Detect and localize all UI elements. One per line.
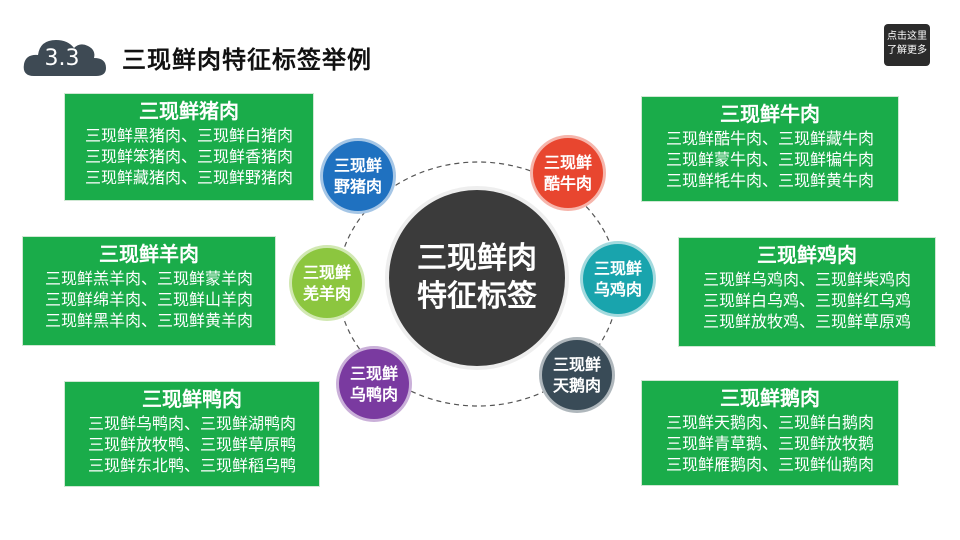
box-line: 三现鲜天鹅肉、三现鲜白鹅肉 xyxy=(665,413,874,432)
box-line: 三现鲜青草鹅、三现鲜放牧鹅 xyxy=(665,434,874,453)
circle-black-duck: 三现鲜 乌鸭肉 xyxy=(336,346,412,422)
learn-more-line-1: 点击这里 xyxy=(887,31,927,42)
circle-swan: 三现鲜 天鹅肉 xyxy=(539,337,615,413)
box-line: 三现鲜东北鸭、三现鲜稻乌鸭 xyxy=(87,456,296,475)
box-title: 三现鲜羊肉 xyxy=(99,242,199,266)
box-line: 三现鲜羔羊肉、三现鲜蒙羊肉 xyxy=(44,269,253,288)
circle-yak: 三现鲜 酷牛肉 xyxy=(530,135,606,211)
box-mutton: 三现鲜羊肉 三现鲜羔羊肉、三现鲜蒙羊肉 三现鲜绵羊肉、三现鲜山羊肉 三现鲜黑羊肉… xyxy=(22,236,276,346)
box-title: 三现鲜猪肉 xyxy=(139,99,239,123)
page-title: 三现鲜肉特征标签举例 xyxy=(122,46,372,74)
circle-qiang-goat: 三现鲜 羌羊肉 xyxy=(289,245,365,321)
center-circle: 三现鲜肉 特征标签 xyxy=(385,186,569,370)
box-title: 三现鲜牛肉 xyxy=(720,102,820,126)
circle-black-chicken: 三现鲜 乌鸡肉 xyxy=(580,241,656,317)
circle-label: 三现鲜 xyxy=(552,355,601,374)
box-title: 三现鲜鸡肉 xyxy=(757,243,857,267)
box-beef: 三现鲜牛肉 三现鲜酷牛肉、三现鲜藏牛肉 三现鲜蒙牛肉、三现鲜犏牛肉 三现鲜牦牛肉… xyxy=(641,96,899,202)
box-line: 三现鲜黑羊肉、三现鲜黄羊肉 xyxy=(44,311,253,330)
circle-wild-pig: 三现鲜 野猪肉 xyxy=(320,138,396,214)
learn-more-line-2: 了解更多 xyxy=(887,45,927,56)
section-badge: 3.3 xyxy=(22,34,108,78)
section-number: 3.3 xyxy=(44,46,80,71)
box-duck: 三现鲜鸭肉 三现鲜乌鸭肉、三现鲜湖鸭肉 三现鲜放牧鸭、三现鲜草原鸭 三现鲜东北鸭… xyxy=(64,381,320,487)
box-title: 三现鲜鸭肉 xyxy=(142,387,242,411)
center-label: 特征标签 xyxy=(417,279,537,314)
box-chicken: 三现鲜鸡肉 三现鲜乌鸡肉、三现鲜柴鸡肉 三现鲜白乌鸡、三现鲜红乌鸡 三现鲜放牧鸡… xyxy=(678,237,936,347)
circle-label: 羌羊肉 xyxy=(302,284,351,303)
box-line: 三现鲜笨猪肉、三现鲜香猪肉 xyxy=(84,147,293,166)
circle-label: 野猪肉 xyxy=(333,177,382,196)
learn-more-button[interactable]: 点击这里 了解更多 xyxy=(884,24,930,66)
circle-label: 天鹅肉 xyxy=(552,376,601,395)
circle-label: 三现鲜 xyxy=(349,364,398,383)
circle-label: 三现鲜 xyxy=(333,156,382,175)
circle-label: 乌鸭肉 xyxy=(349,385,398,404)
box-goose: 三现鲜鹅肉 三现鲜天鹅肉、三现鲜白鹅肉 三现鲜青草鹅、三现鲜放牧鹅 三现鲜雁鹅肉… xyxy=(641,380,899,486)
circle-label: 酷牛肉 xyxy=(543,174,592,193)
circle-label: 三现鲜 xyxy=(593,259,642,278)
box-line: 三现鲜藏猪肉、三现鲜野猪肉 xyxy=(84,168,293,187)
box-line: 三现鲜牦牛肉、三现鲜黄牛肉 xyxy=(665,171,874,190)
circle-label: 三现鲜 xyxy=(302,263,351,282)
box-line: 三现鲜蒙牛肉、三现鲜犏牛肉 xyxy=(665,150,874,169)
circle-label: 乌鸡肉 xyxy=(593,280,642,299)
box-title: 三现鲜鹅肉 xyxy=(720,386,820,410)
box-line: 三现鲜放牧鸡、三现鲜草原鸡 xyxy=(702,312,911,331)
center-label: 三现鲜肉 xyxy=(417,241,537,276)
box-line: 三现鲜乌鸭肉、三现鲜湖鸭肉 xyxy=(87,414,296,433)
box-pork: 三现鲜猪肉 三现鲜黑猪肉、三现鲜白猪肉 三现鲜笨猪肉、三现鲜香猪肉 三现鲜藏猪肉… xyxy=(64,93,314,201)
circle-label: 三现鲜 xyxy=(543,153,592,172)
box-line: 三现鲜放牧鸭、三现鲜草原鸭 xyxy=(87,435,296,454)
box-line: 三现鲜乌鸡肉、三现鲜柴鸡肉 xyxy=(702,270,911,289)
box-line: 三现鲜白乌鸡、三现鲜红乌鸡 xyxy=(702,291,911,310)
box-line: 三现鲜酷牛肉、三现鲜藏牛肉 xyxy=(665,129,874,148)
cloud-icon xyxy=(23,40,106,76)
box-line: 三现鲜雁鹅肉、三现鲜仙鹅肉 xyxy=(665,455,874,474)
box-line: 三现鲜绵羊肉、三现鲜山羊肉 xyxy=(44,290,253,309)
box-line: 三现鲜黑猪肉、三现鲜白猪肉 xyxy=(84,126,293,145)
